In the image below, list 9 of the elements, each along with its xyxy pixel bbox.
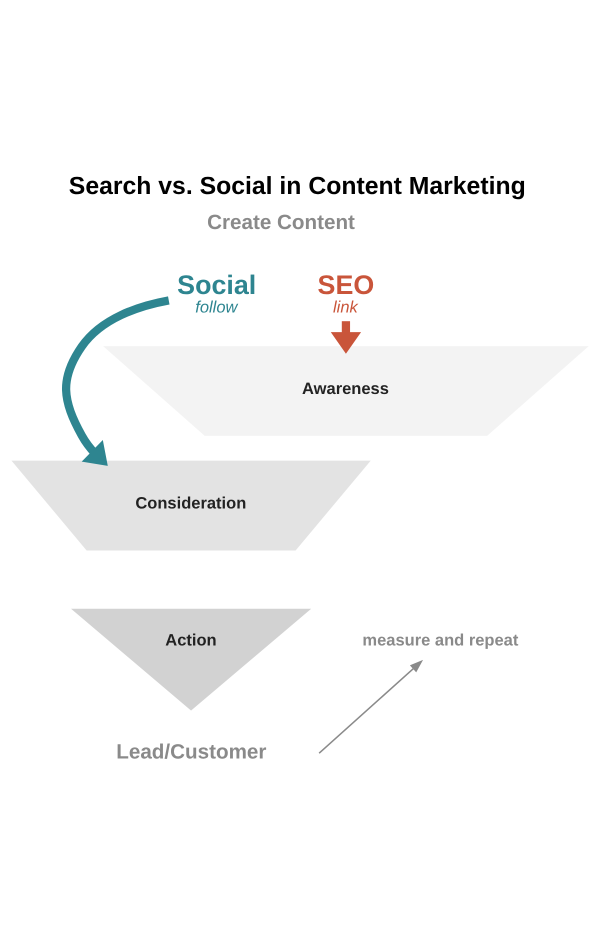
node-text: Lead/Customer xyxy=(116,740,266,763)
node-text: Create Content xyxy=(207,210,355,234)
node-text: measure and repeat xyxy=(362,631,518,650)
diagram-title: Search vs. Social in Content Marketing xyxy=(68,172,526,200)
arrow xyxy=(318,659,424,754)
node-text: SEO link xyxy=(318,269,374,316)
node-text: Social follow xyxy=(177,269,256,316)
arrow xyxy=(62,296,170,466)
arrow xyxy=(330,320,362,354)
